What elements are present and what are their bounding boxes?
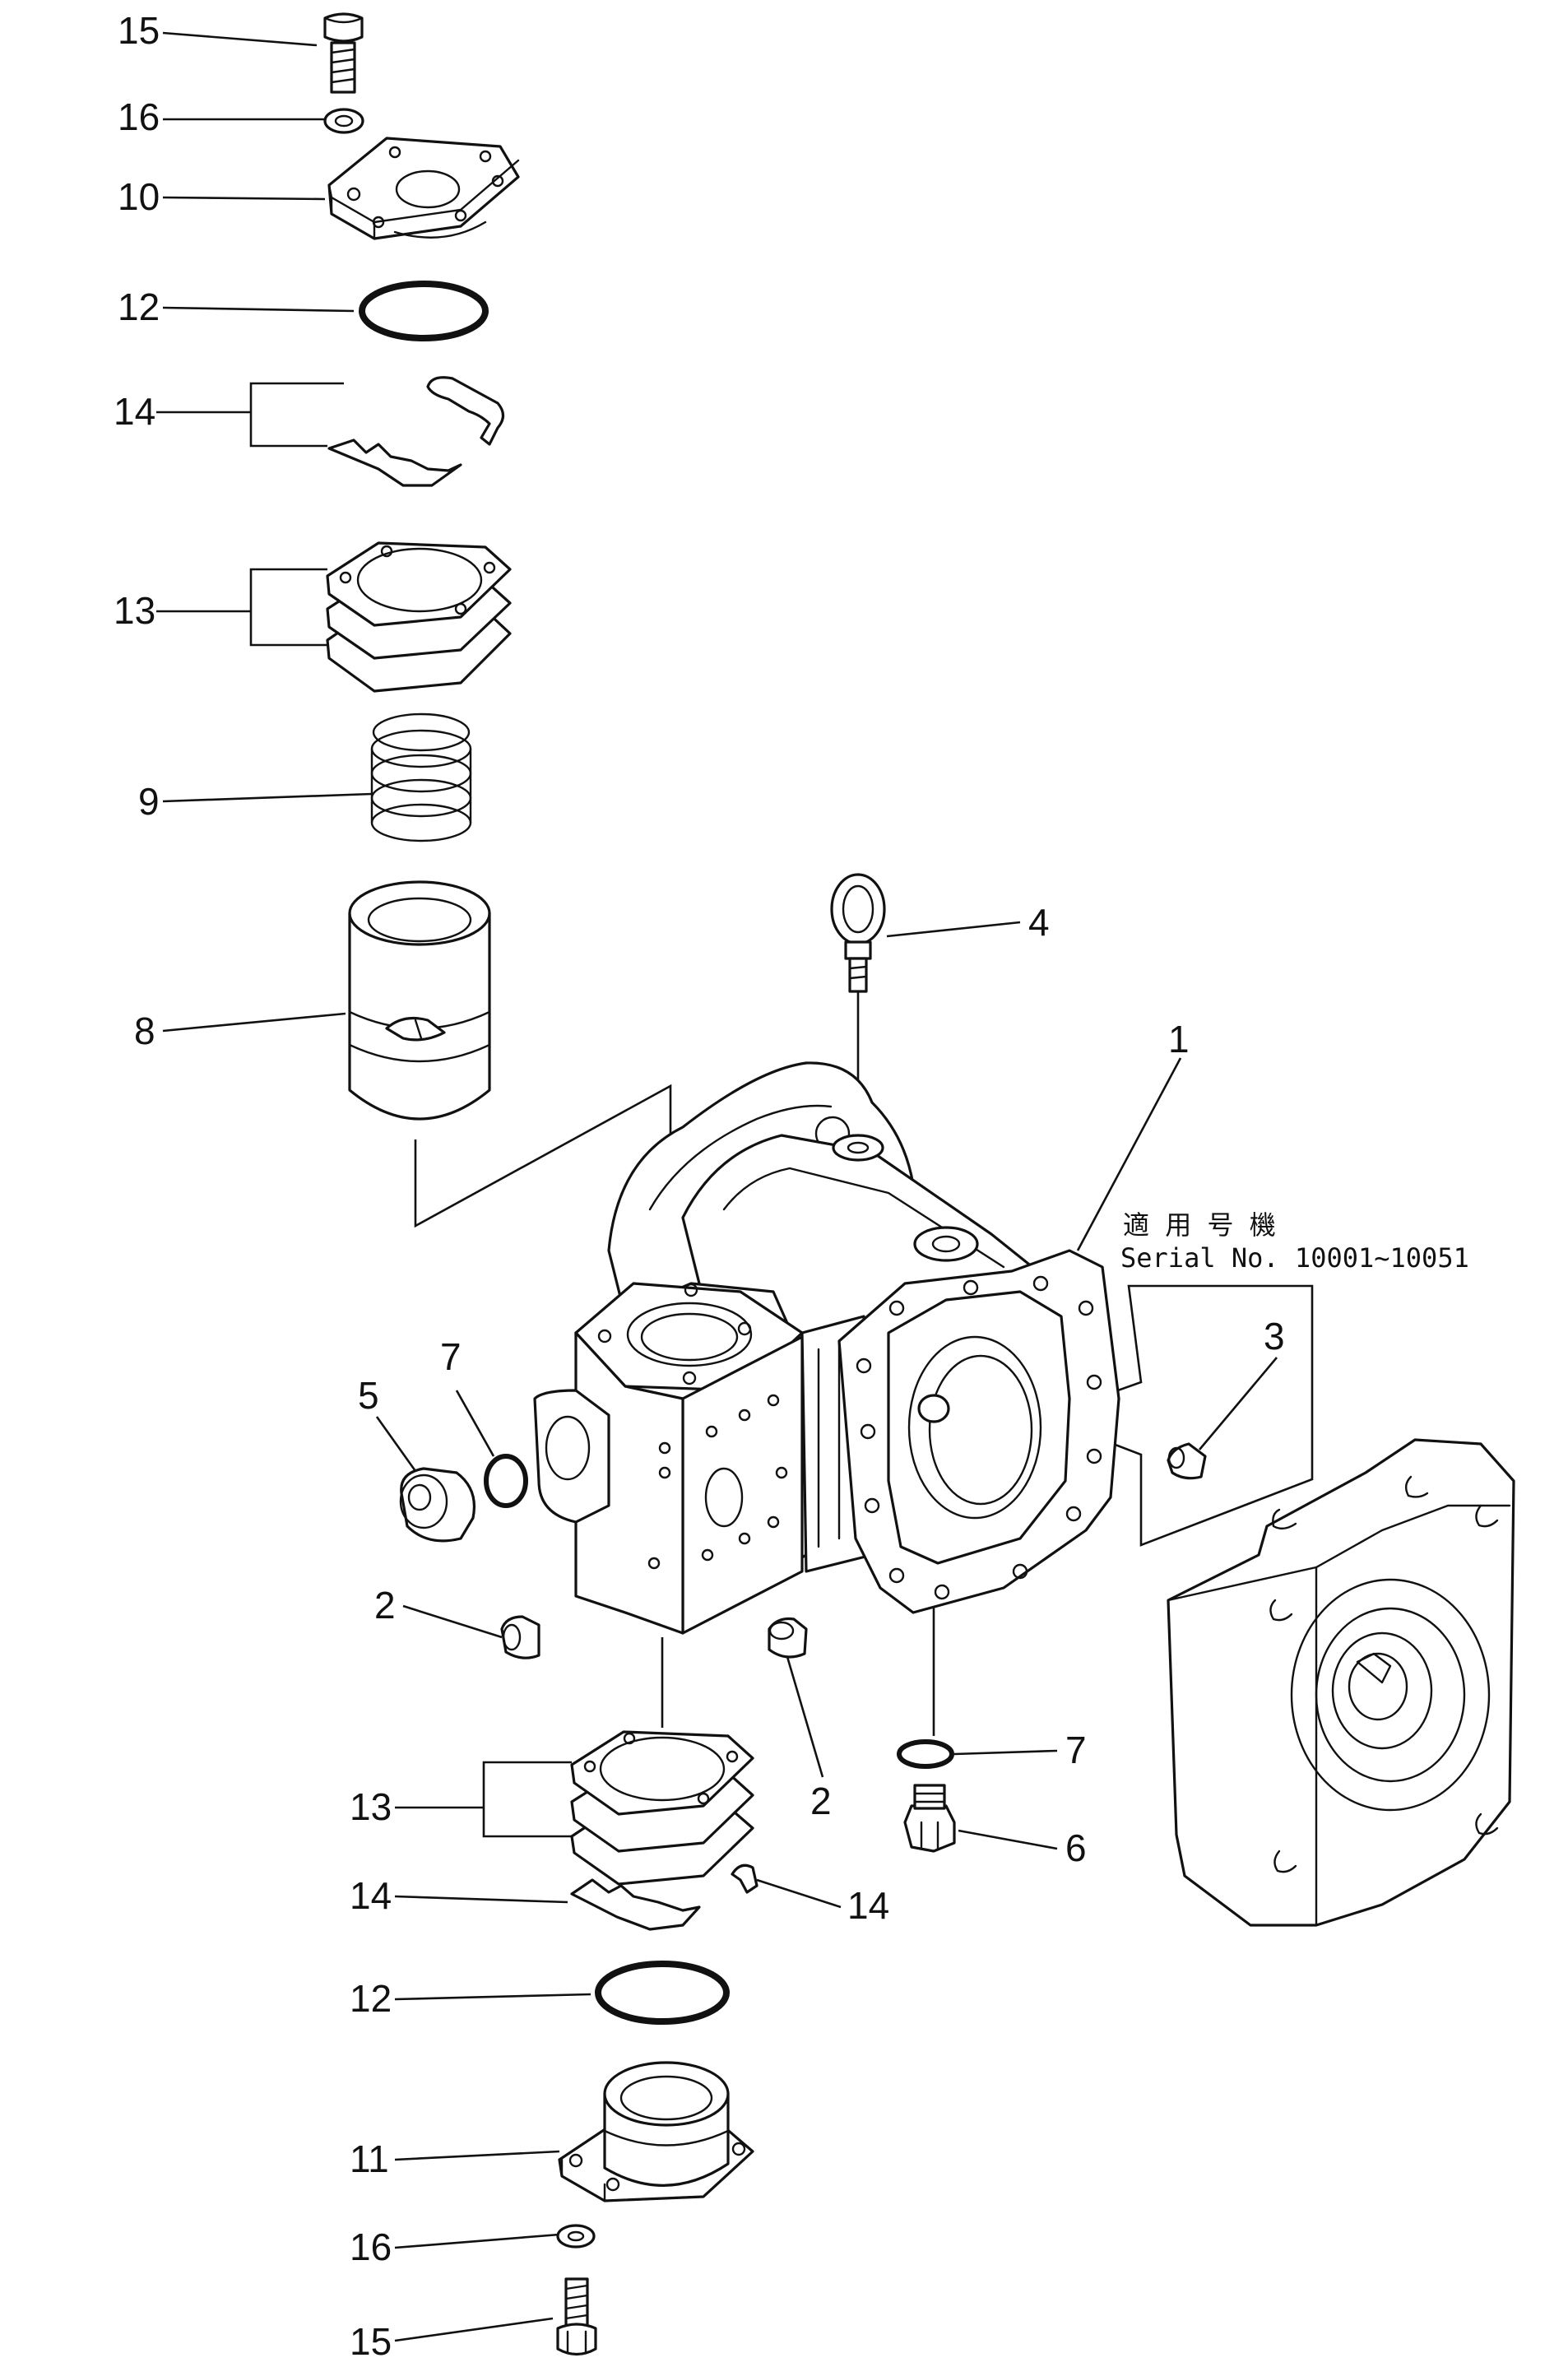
callout-14-bottom-right: 14	[847, 1884, 889, 1927]
bolt-15-top	[323, 12, 364, 94]
fitting-6	[903, 1784, 956, 1853]
callout-11-bottom: 11	[350, 2137, 389, 2180]
callout-13-bottom: 13	[350, 1785, 392, 1828]
plug-5	[399, 1467, 476, 1543]
callout-14-top: 14	[114, 390, 155, 433]
callout-labels: 15 16 10 12 14 13 9 8 4 1 3 7 5 2 2 7 6 …	[114, 9, 1285, 2363]
cover-11	[558, 2061, 754, 2202]
o-ring-12-top	[359, 281, 489, 341]
case-assembly	[1167, 1438, 1515, 1927]
callout-2-right: 2	[810, 1780, 832, 1822]
bolt-15-bottom	[556, 2277, 597, 2356]
washer-16-top	[323, 108, 364, 134]
washer-16-bottom	[556, 2224, 596, 2249]
shims-14-bottom	[570, 1863, 758, 1931]
eye-bolt-4	[830, 873, 886, 993]
o-ring-12-bottom	[595, 1961, 730, 2025]
gaskets-13-bottom	[570, 1730, 754, 1886]
shims-14-top	[327, 376, 505, 487]
serial-note: 適 用 号 機 Serial No. 10001~10051	[1111, 1209, 1469, 1547]
callout-8-top: 8	[134, 1009, 155, 1052]
callout-6: 6	[1065, 1826, 1087, 1869]
callout-13-top: 13	[114, 589, 155, 632]
callout-12-top: 12	[118, 285, 160, 328]
callout-7-right: 7	[1065, 1729, 1087, 1771]
cover-10	[327, 137, 520, 240]
callout-15-top: 15	[118, 9, 160, 52]
serial-note-range: Serial No. 10001~10051	[1120, 1242, 1469, 1274]
o-ring-7-right	[897, 1739, 954, 1769]
housing-1	[533, 1061, 1120, 1635]
callout-7-left: 7	[440, 1335, 462, 1378]
callout-4: 4	[1028, 901, 1050, 944]
sleeve-8	[348, 880, 491, 1121]
callout-12-bottom: 12	[350, 1977, 392, 2020]
gaskets-13-top	[326, 541, 512, 693]
serial-bracket	[1111, 1284, 1314, 1547]
callout-16-top: 16	[118, 95, 160, 138]
spring-9	[370, 712, 472, 842]
callout-10-top: 10	[118, 175, 160, 218]
callout-9-top: 9	[138, 780, 160, 823]
callout-16-bottom: 16	[350, 2225, 392, 2268]
plug-2-right	[768, 1617, 808, 1659]
callout-3: 3	[1264, 1315, 1285, 1358]
serial-note-jp: 適 用 号 機	[1123, 1209, 1276, 1241]
callout-14-bottom-left: 14	[350, 1874, 392, 1917]
callout-15-bottom: 15	[350, 2320, 392, 2363]
plug-3	[1167, 1442, 1207, 1480]
callout-5: 5	[358, 1374, 379, 1417]
o-ring-7-left	[484, 1454, 528, 1508]
plug-2-left	[500, 1615, 540, 1659]
callout-1: 1	[1168, 1018, 1190, 1061]
callout-2-left: 2	[374, 1584, 396, 1627]
leader-lines	[156, 31, 1278, 2342]
